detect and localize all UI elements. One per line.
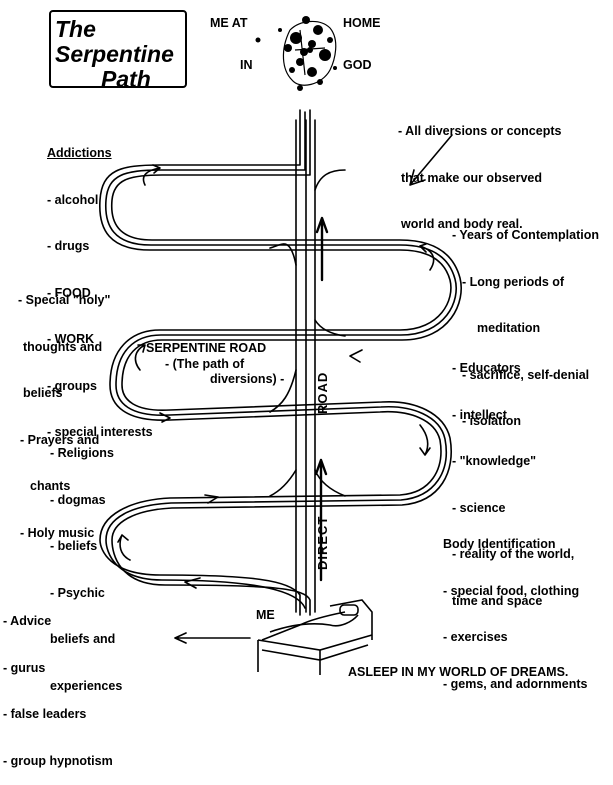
advice-item: - group hypnotism	[3, 753, 113, 768]
advice-list: - Advice - gurus - false leaders - group…	[3, 583, 113, 785]
god-scribble-icon	[255, 16, 337, 91]
addiction-item: - alcohol	[47, 192, 99, 207]
serpentine-road-sub-1: - (The path of	[165, 357, 245, 371]
label-home: HOME	[343, 16, 381, 30]
title-box: The Serpentine Path	[49, 10, 187, 92]
arrow-curl-5	[142, 164, 161, 186]
contemplation-item: - sacrifice, self-denial	[462, 367, 590, 382]
arrow-to-gurus	[174, 632, 251, 644]
body-list: Body Identification - special food, clot…	[443, 506, 587, 708]
religions-item: - dogmas	[50, 492, 106, 507]
educators-item: - reality of the world,	[452, 547, 575, 561]
body-item: - exercises	[443, 630, 508, 644]
serpentine-road-inner	[110, 109, 462, 616]
diversions-line-1: - All diversions or concepts	[398, 124, 562, 138]
direct-up-arrow-1	[315, 216, 329, 282]
direct-vertical-label: DIRECT	[315, 515, 330, 570]
educators-item: - "knowledge"	[452, 454, 537, 468]
pointer-arrow	[409, 134, 453, 186]
educators-item: - intellect	[452, 407, 507, 422]
road-vertical-label: ROAD	[315, 371, 330, 414]
diversions-note: - All diversions or concepts that make o…	[398, 93, 561, 248]
serpentine-road-sub-2: diversions) -	[210, 372, 285, 386]
bed-illustration	[257, 599, 373, 675]
me-label: ME	[256, 608, 275, 622]
title-line-1: The	[55, 16, 96, 42]
holy-item: beliefs	[23, 386, 63, 400]
educators-item: - Educators	[452, 361, 521, 375]
addiction-item: - drugs	[47, 239, 90, 253]
advice-item: - Advice	[3, 614, 52, 628]
asleep-label: ASLEEP IN MY WORLD OF DREAMS.	[348, 665, 569, 679]
contemplation-item: meditation	[477, 321, 541, 335]
arrow-curl-1	[117, 534, 131, 561]
addiction-item: - groups	[47, 378, 97, 393]
serpentine-road-outer	[99, 109, 452, 616]
serpentine-diagram	[99, 16, 462, 675]
diversions-line-2: that make our observed	[401, 170, 543, 185]
serpentine-road-center	[104, 111, 457, 609]
title-line-3: Path	[101, 66, 151, 92]
body-item: - special food, clothing	[443, 583, 580, 598]
arrow-curl-3	[134, 344, 146, 371]
addiction-item: - FOOD	[47, 285, 91, 300]
title-line-2: Serpentine	[55, 41, 174, 67]
religions-item: - beliefs	[50, 539, 98, 553]
holy-item: - Holy music	[20, 525, 95, 540]
addictions-heading: Addictions	[47, 146, 112, 160]
educators-item: time and space	[452, 593, 543, 608]
contemplation-item: - Long periods of	[462, 274, 565, 289]
contemplation-item: - Years of Contemplation	[452, 228, 600, 242]
arrow-right-2	[349, 349, 363, 363]
advice-item: - false leaders	[3, 707, 87, 721]
holy-item: - Prayers and	[20, 432, 100, 447]
diversions-line-3: world and body real.	[401, 217, 523, 231]
religions-item: - Religions	[50, 446, 114, 460]
label-god: GOD	[343, 58, 372, 72]
educators-list: - Educators - intellect - "knowledge" - …	[452, 330, 574, 625]
contemplation-list: - Years of Contemplation - Long periods …	[452, 197, 599, 445]
educators-item: - science	[452, 500, 506, 515]
holy-item: thoughts and	[23, 339, 103, 354]
holy-item: - Special "holy"	[18, 293, 111, 307]
label-me-at: ME AT	[210, 16, 248, 30]
addiction-item: - special interests	[47, 425, 153, 439]
religions-item: beliefs and	[50, 632, 116, 646]
contemplation-item: - isolation	[462, 414, 522, 428]
arrow-curl-4	[419, 243, 435, 271]
serpentine-road-label: SERPENTINE ROAD	[146, 341, 267, 355]
holy-list: - Special "holy" thoughts and beliefs - …	[18, 262, 110, 557]
label-in: IN	[240, 58, 253, 72]
arrow-right	[184, 577, 201, 589]
addiction-item: - WORK	[47, 332, 95, 346]
addictions-list: Addictions - alcohol - drugs - FOOD - WO…	[47, 115, 153, 456]
body-item: Body Identification	[443, 537, 556, 551]
religions-item: - Psychic	[50, 585, 105, 600]
holy-item: chants	[30, 479, 71, 493]
direct-up-arrow-2	[314, 458, 328, 582]
arrow-road-left	[204, 494, 219, 504]
advice-item: - gurus	[3, 660, 46, 675]
arrow-curl-2	[419, 424, 431, 456]
religions-list: - Religions - dogmas - beliefs - Psychic…	[50, 415, 122, 710]
arrow-left	[159, 412, 171, 423]
